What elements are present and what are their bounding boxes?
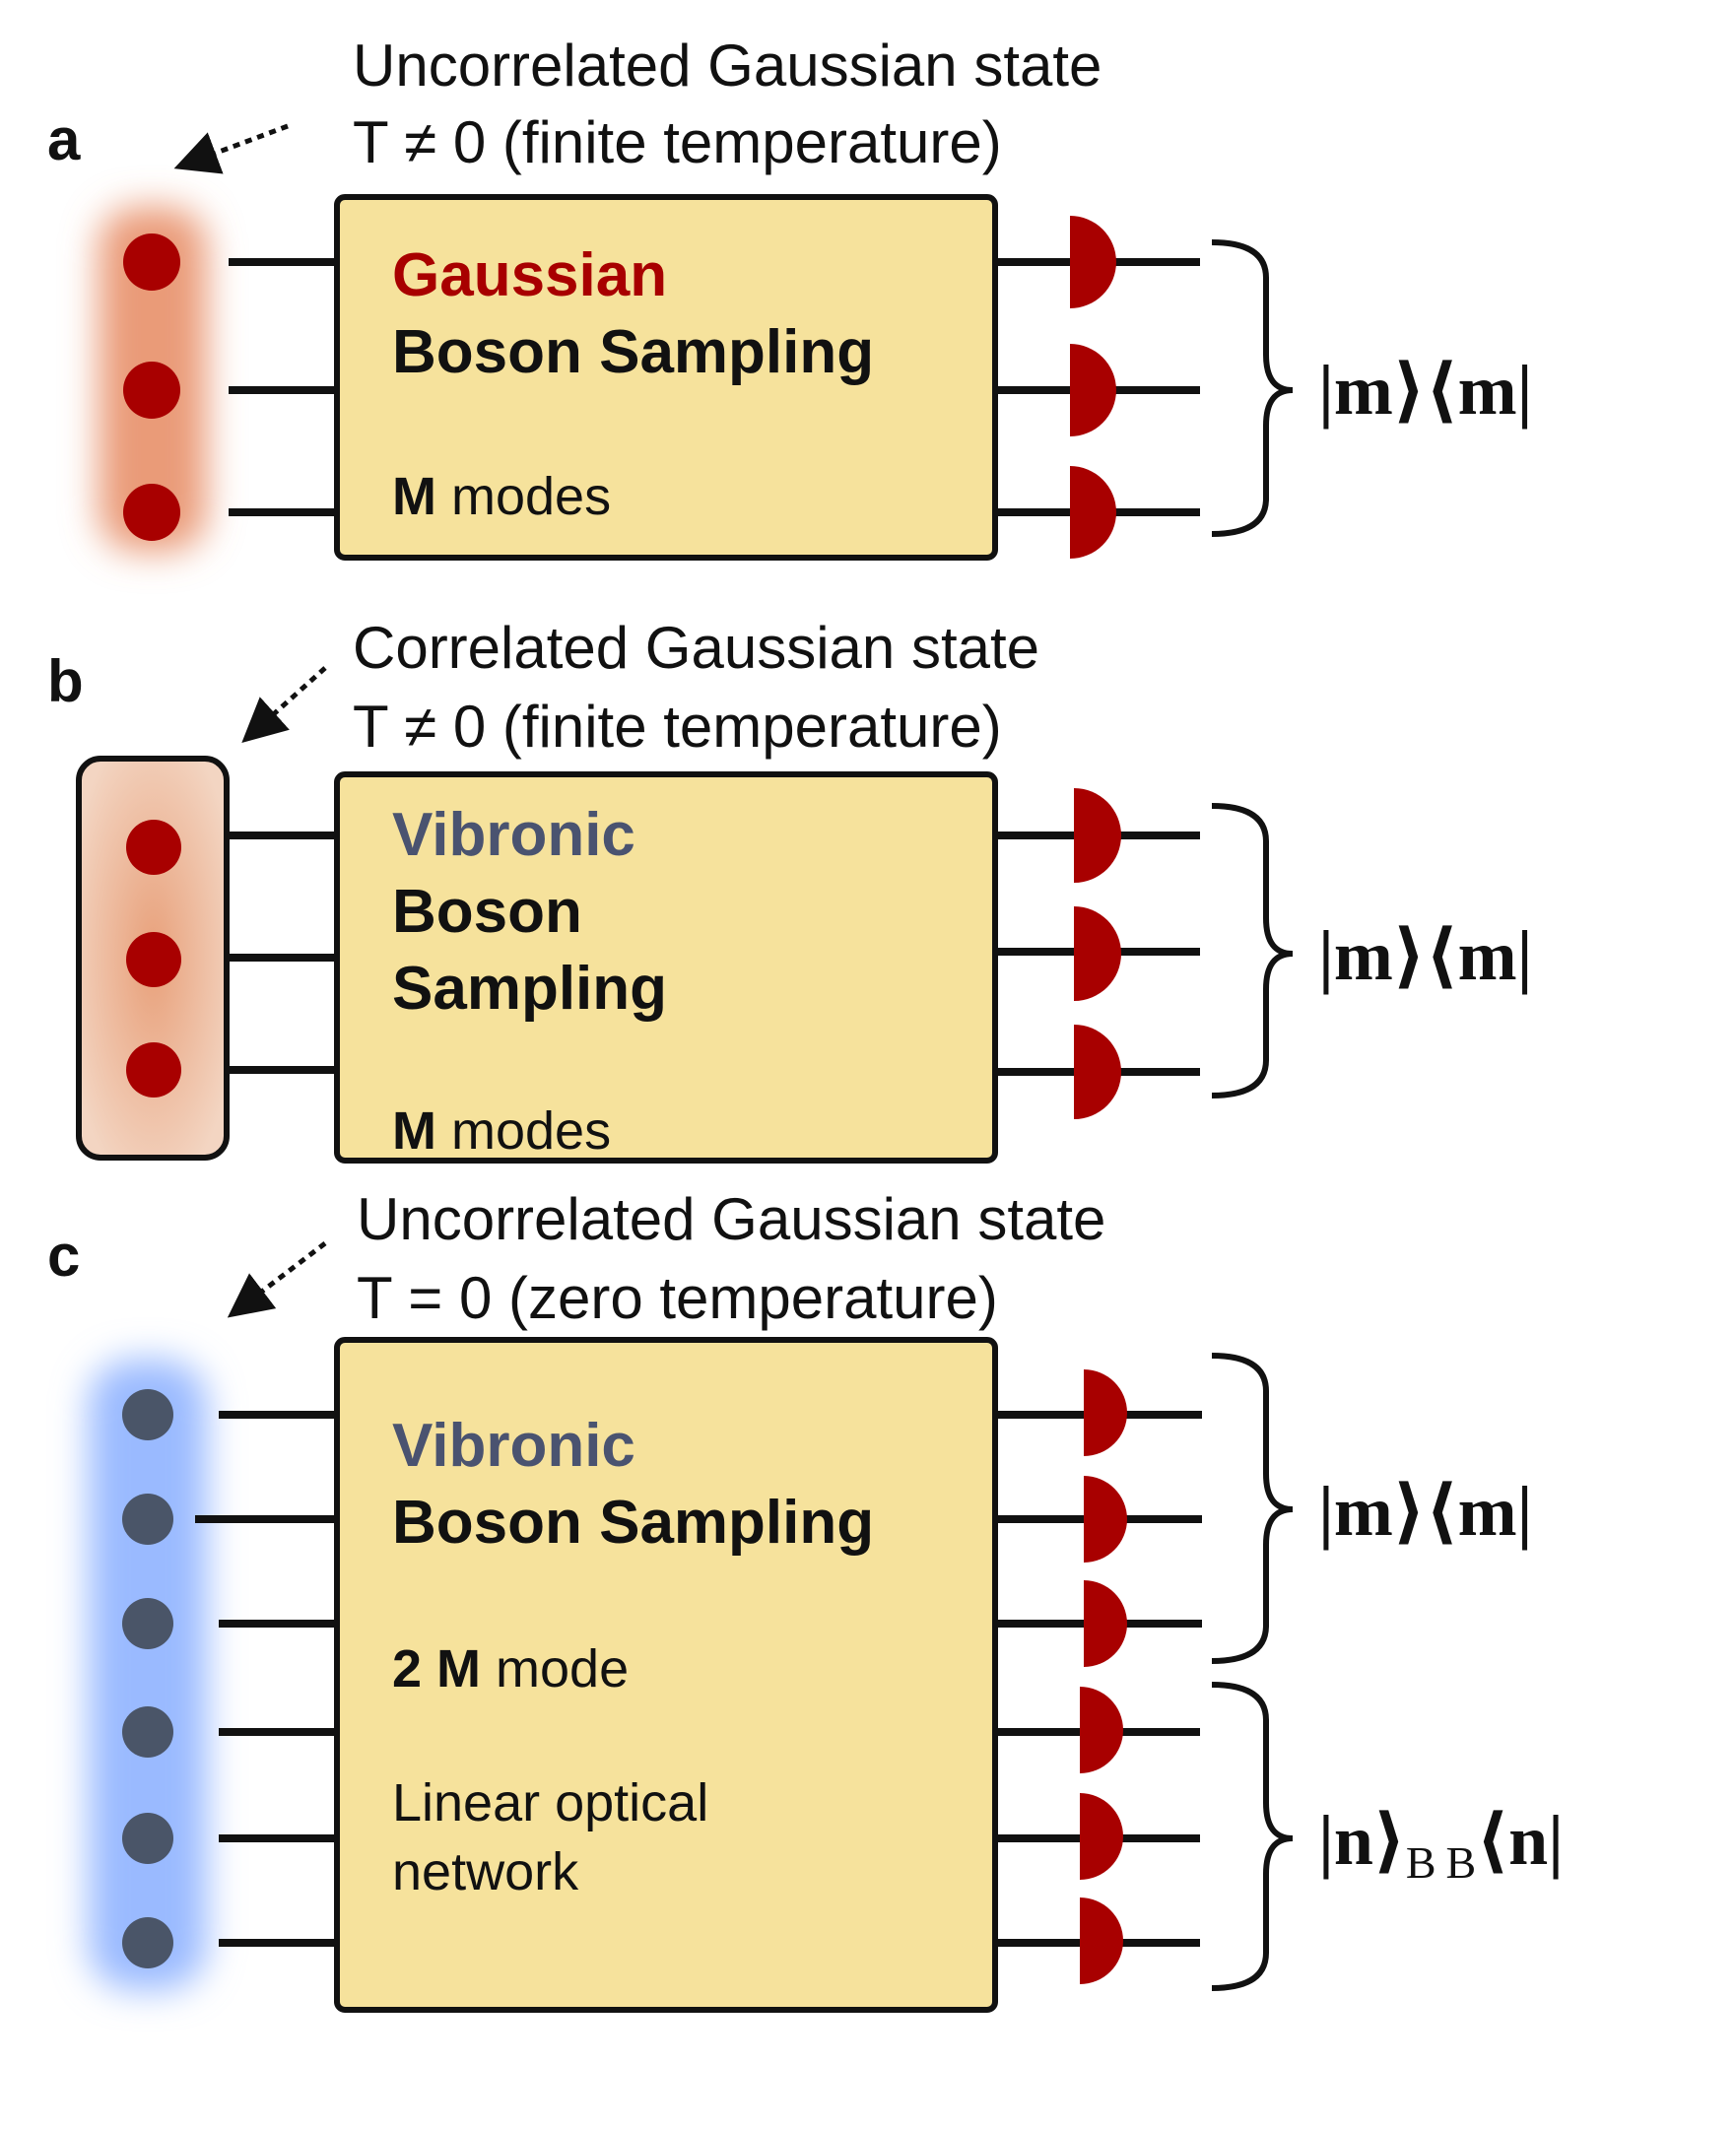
output-brace — [1211, 239, 1294, 537]
vacuum-mode-dot — [122, 1917, 173, 1968]
thermal-mode-dot — [126, 820, 181, 875]
mode-count-number: M — [392, 467, 436, 526]
projector-bra: ⟨m| — [1426, 351, 1533, 430]
photon-detectors — [1070, 216, 1116, 559]
input-modes — [123, 233, 180, 541]
mode-count-number: M — [392, 1101, 436, 1161]
detector-icon — [1070, 466, 1116, 559]
projector-bra: ⟨n| — [1476, 1801, 1564, 1880]
detector-icon — [1074, 906, 1121, 1001]
network-label-line2: network — [392, 1842, 579, 1901]
mode-count-unit: modes — [436, 467, 611, 526]
mode-count-unit: mode — [481, 1639, 629, 1698]
mode-count: M modes — [392, 1101, 611, 1161]
box-title-gaussian: Gaussian — [392, 241, 667, 309]
projector-bra: ⟨m| — [1426, 1472, 1533, 1551]
panel-b: b Correlated Gaussian state T ≠ 0 (finit… — [47, 615, 1533, 1164]
detector-icon — [1070, 344, 1116, 436]
projector-ket: |m⟩ — [1318, 916, 1426, 995]
detector-icon — [1080, 1897, 1123, 1984]
box-title-boson: Boson — [392, 878, 582, 946]
detector-icon — [1074, 788, 1121, 883]
sampling-box — [334, 194, 998, 561]
panel-a: a Uncorrelated Gaussian state T ≠ 0 (fin… — [47, 33, 1533, 561]
vacuum-glow — [89, 1360, 207, 1990]
detector-icon — [1074, 1025, 1121, 1119]
detector-icon — [1080, 1687, 1123, 1773]
state-caption-line2: T ≠ 0 (finite temperature) — [353, 109, 1002, 175]
pointer-arrow — [227, 1241, 327, 1318]
box-title-boson-sampling: Boson Sampling — [392, 1489, 874, 1557]
projector-ket: |n⟩ — [1318, 1801, 1406, 1880]
state-caption-line1: Uncorrelated Gaussian state — [353, 33, 1102, 99]
ket-subscript: B — [1406, 1837, 1436, 1888]
vacuum-mode-dot — [122, 1389, 173, 1440]
state-caption-line2: T ≠ 0 (finite temperature) — [353, 694, 1002, 760]
network-label-line1: Linear optical — [392, 1773, 708, 1832]
thermal-mode-dot — [123, 362, 180, 419]
panel-label: b — [47, 648, 84, 714]
box-title-sampling: Sampling — [392, 955, 667, 1023]
detector-icon — [1070, 216, 1116, 308]
pointer-arrow — [241, 666, 327, 744]
vacuum-mode-dot — [122, 1813, 173, 1864]
detector-icon — [1084, 1369, 1127, 1456]
thermal-mode-dot — [123, 233, 180, 291]
projector-m: |m⟩⟨m| — [1318, 351, 1533, 430]
input-wires — [229, 258, 337, 516]
detector-icon — [1084, 1476, 1127, 1563]
mode-count: M modes — [392, 467, 611, 526]
sampling-box — [334, 771, 998, 1164]
projector-ket: |m⟩ — [1318, 351, 1426, 430]
detector-icon — [1084, 1580, 1127, 1667]
vacuum-mode-dot — [122, 1598, 173, 1649]
input-modes — [126, 820, 181, 1098]
projector-m: |m⟩⟨m| — [1318, 916, 1533, 995]
box-title-vibronic: Vibronic — [392, 1412, 635, 1480]
box-title-vibronic: Vibronic — [392, 801, 635, 869]
pointer-arrow — [173, 123, 289, 174]
detector-icon — [1080, 1793, 1123, 1880]
mode-count: 2 M mode — [392, 1639, 629, 1698]
vacuum-mode-dot — [122, 1706, 173, 1758]
bra-subscript: B — [1446, 1837, 1477, 1888]
state-caption-line1: Correlated Gaussian state — [353, 615, 1039, 681]
vacuum-mode-dot — [122, 1494, 173, 1545]
projector-ket: |m⟩ — [1318, 1472, 1426, 1551]
output-brace — [1211, 803, 1294, 1098]
sampling-box — [334, 1337, 998, 2013]
mode-count-unit: modes — [436, 1101, 611, 1161]
input-wires — [227, 832, 337, 1074]
state-caption-line1: Uncorrelated Gaussian state — [357, 1186, 1105, 1252]
projector-bra: ⟨m| — [1426, 916, 1533, 995]
input-modes — [122, 1389, 173, 1968]
box-title-boson-sampling: Boson Sampling — [392, 318, 874, 386]
photon-detectors — [1080, 1369, 1127, 1984]
projector-m: |m⟩⟨m| — [1318, 1472, 1533, 1551]
photon-detectors — [1074, 788, 1121, 1119]
thermal-mode-dot — [126, 1042, 181, 1098]
output-brace — [1211, 1353, 1294, 1664]
mode-count-number: 2 M — [392, 1639, 481, 1698]
panel-label: a — [47, 106, 81, 172]
panel-label: c — [47, 1223, 80, 1289]
thermal-mode-dot — [123, 484, 180, 541]
panel-c: c Uncorrelated Gaussian state T = 0 (zer… — [47, 1186, 1564, 2013]
output-brace-bath — [1211, 1682, 1294, 1991]
state-caption-line2: T = 0 (zero temperature) — [357, 1265, 998, 1331]
thermal-mode-dot — [126, 932, 181, 987]
input-wires — [195, 1411, 337, 1947]
